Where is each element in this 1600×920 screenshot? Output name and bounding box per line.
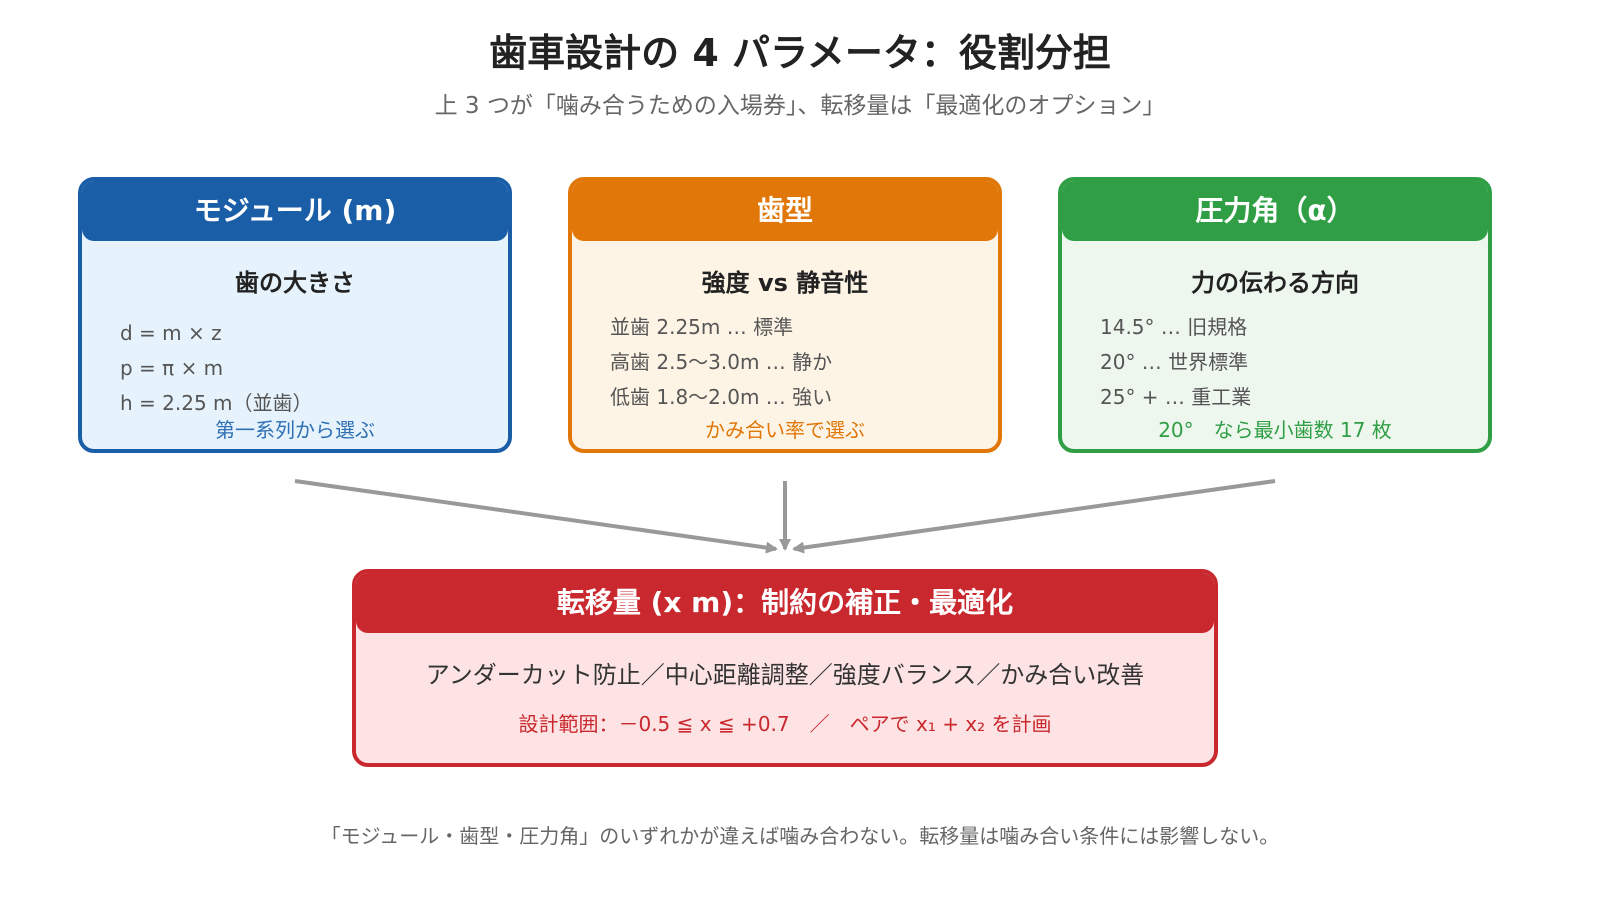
module-formula-height: h = 2.25 m（並歯） [120,391,313,415]
tooth-form-standard: 並歯 2.25m … 標準 [610,315,794,339]
pressure-angle-heavy: 25° + … 重工業 [1100,385,1252,409]
pressure-angle-old: 14.5° … 旧規格 [1100,315,1248,339]
pressure-angle-card-header: 圧力角（α） [1062,181,1488,241]
module-card-lines: d = m × z p = π × m h = 2.25 m（並歯） [82,316,508,421]
pressure-angle-card: 圧力角（α） 力の伝わる方向 14.5° … 旧規格 20° … 世界標準 25… [1058,177,1492,453]
profile-shift-card: 転移量 (x m)：制約の補正・最適化 アンダーカット防止／中心距離調整／強度バ… [352,569,1218,767]
pressure-angle-card-lines: 14.5° … 旧規格 20° … 世界標準 25° + … 重工業 [1062,310,1488,415]
pressure-angle-standard: 20° … 世界標準 [1100,350,1249,374]
profile-shift-design-range: 設計範囲：－0.5 ≦ x ≦ +0.7 ／ ペアで x₁ + x₂ を計画 [518,712,1052,736]
module-card-header: モジュール (m) [82,181,508,241]
module-card-subtitle: 歯の大きさ [235,269,355,297]
tooth-form-high: 高歯 2.5〜3.0m … 静か [610,350,833,374]
page-subtitle: 上 3 つが「噛み合うための入場券」、転移量は「最適化のオプション」 [434,93,1166,119]
module-formula-pitch: p = π × m [120,356,224,380]
arrow-from-module [294,479,778,554]
module-formula-diameter: d = m × z [120,321,222,345]
tooth-form-card-header: 歯型 [572,181,998,241]
module-card-note: 第一系列から選ぶ [215,418,375,442]
pressure-angle-card-note: 20° なら最小歯数 17 枚 [1158,418,1392,442]
tooth-form-card-subtitle: 強度 vs 静音性 [701,269,869,297]
module-card: モジュール (m) 歯の大きさ d = m × z p = π × m h = … [78,177,512,453]
tooth-form-card: 歯型 強度 vs 静音性 並歯 2.25m … 標準 高歯 2.5〜3.0m …… [568,177,1002,453]
tooth-form-card-note: かみ合い率で選ぶ [705,418,865,442]
tooth-form-low: 低歯 1.8〜2.0m … 強い [610,385,833,409]
profile-shift-card-header: 転移量 (x m)：制約の補正・最適化 [356,573,1214,633]
tooth-form-card-lines: 並歯 2.25m … 標準 高歯 2.5〜3.0m … 静か 低歯 1.8〜2.… [572,310,998,415]
arrow-from-pressure-angle [792,479,1276,554]
pressure-angle-card-subtitle: 力の伝わる方向 [1191,269,1359,297]
footer-note: 「モジュール・歯型・圧力角」のいずれかが違えば噛み合わない。転移量は噛み合い条件… [320,824,1280,848]
page-title: 歯車設計の 4 パラメータ：役割分担 [489,31,1111,75]
profile-shift-purposes: アンダーカット防止／中心距離調整／強度バランス／かみ合い改善 [425,661,1145,689]
